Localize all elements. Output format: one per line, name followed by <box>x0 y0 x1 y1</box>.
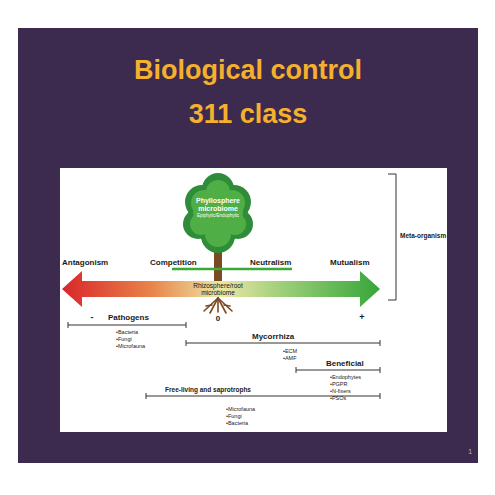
root-line <box>224 305 230 306</box>
group-item: •N-fixers <box>330 388 351 394</box>
group-item: •PSOs <box>330 395 346 401</box>
meta-organism-bracket <box>388 174 396 300</box>
root-line <box>218 298 232 311</box>
group-item: •Endophytes <box>330 374 361 380</box>
gradient-arrow <box>62 271 380 307</box>
group-item: •PGPR <box>330 381 348 387</box>
interaction-type: Antagonism <box>62 259 108 268</box>
slide-number: 1 <box>468 448 472 457</box>
root-line <box>206 305 212 306</box>
slide-title: Biological control 311 class <box>118 48 378 136</box>
slide-panel <box>18 28 478 463</box>
group-heading: Mycorrhiza <box>252 333 294 342</box>
tree-crown: Phyllosphere microbiomeEpiphytic/Endophy… <box>182 172 254 254</box>
bracket-label: Meta-organism <box>400 232 446 239</box>
group-item: •Microfauna <box>116 343 145 349</box>
group-item: •Fungi <box>226 413 242 419</box>
crown-subtext: Epiphytic/Endophytic <box>185 214 251 219</box>
group-heading: Pathogens <box>108 314 149 323</box>
group-item: •Microfauna <box>226 406 255 412</box>
interaction-type: Neutralism <box>250 259 291 268</box>
group-item: •ECM <box>283 348 297 354</box>
root-line <box>204 298 218 311</box>
beneficial-range <box>296 367 380 373</box>
scale-sign: 0 <box>216 315 220 324</box>
interaction-type: Competition <box>150 259 197 268</box>
tree-roots <box>204 298 232 313</box>
scale-sign: + <box>359 313 364 323</box>
arrow-text: Rhizosphere/root microbiome <box>190 282 246 296</box>
group-item: •Bacteria <box>226 420 248 426</box>
group-heading: Beneficial <box>326 360 364 369</box>
node-text-area: Rhizosphere/root microbiome <box>190 271 246 307</box>
interaction-bar <box>172 268 292 271</box>
node-text-area: Phyllosphere microbiomeEpiphytic/Endophy… <box>182 172 254 254</box>
crown-heading: Phyllosphere microbiome <box>191 197 245 212</box>
interaction-type: Mutualism <box>330 259 370 268</box>
group-heading: Free-living and saprotrophs <box>165 386 251 393</box>
pathogens-range <box>68 322 186 328</box>
group-item: •AMF <box>283 355 297 361</box>
group-item: •Bacteria <box>116 329 138 335</box>
crown-lobe <box>205 221 231 247</box>
range-brackets <box>68 322 380 399</box>
group-item: •Fungi <box>116 336 132 342</box>
interaction-arrow: Rhizosphere/root microbiome <box>62 271 380 307</box>
node-outline <box>182 172 254 254</box>
mycorrhiza-range <box>186 340 380 346</box>
scale-sign: - <box>91 313 94 323</box>
figure-panel <box>60 168 447 432</box>
